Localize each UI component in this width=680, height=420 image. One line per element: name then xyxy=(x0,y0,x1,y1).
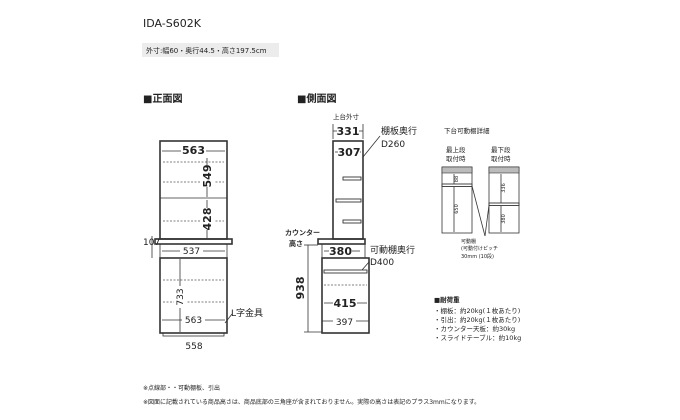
side-drawer-depth: 380 xyxy=(329,245,352,258)
detail-title: 下台可動棚詳細 xyxy=(444,126,490,135)
side-top-depth: 331 xyxy=(337,125,360,138)
detail-bottom-label-2: 取付時 xyxy=(491,154,511,163)
side-lower-shelf xyxy=(323,269,368,274)
front-left-dim: 107 xyxy=(143,238,160,248)
leader-line xyxy=(471,185,486,237)
leader-line xyxy=(361,261,370,271)
detail-dim-a: 88 xyxy=(454,176,460,182)
dim-label-bg xyxy=(174,286,186,308)
detail-bottom-label-1: 最下段 xyxy=(491,145,511,154)
shelf-depth-label: 棚板奥行 xyxy=(381,125,417,137)
front-upper-height-2: 428 xyxy=(201,208,214,231)
dimensions-badge xyxy=(142,43,279,57)
load-item: ・カウンター天板：約30kg xyxy=(434,324,515,333)
dim-label-bg xyxy=(181,143,206,156)
dim-label-bg xyxy=(337,124,359,137)
detail-pitch-2: (可動付けピッチ xyxy=(461,245,498,252)
note-height: ※図面に記載されている商品高さは、商品底部の三角座が含まれておりません。実際の高… xyxy=(143,398,480,406)
side-counter-top xyxy=(317,238,366,245)
front-upper-width: 563 xyxy=(182,144,205,157)
shelf-depth-value: D260 xyxy=(381,140,405,150)
detail-dim-d: 380 xyxy=(501,214,507,224)
detail-bottom-shelf xyxy=(488,202,520,206)
detail-bottom-counter xyxy=(488,166,520,174)
detail-top-counter xyxy=(441,166,473,174)
counter-label-2: 高さ xyxy=(289,239,303,248)
load-title: ■耐荷重 xyxy=(434,295,460,304)
dim-label-bg xyxy=(333,316,356,327)
detail-dim-c: 336 xyxy=(501,183,507,193)
detail-pitch-3: 30mm (10段) xyxy=(461,253,494,260)
dim-label-bg xyxy=(333,297,357,309)
detail-top-label-1: 最上段 xyxy=(446,145,466,154)
dim-label-bg xyxy=(180,245,203,256)
load-capacity: ■耐荷重 ・棚板：約20kg(１枚あたり) ・引出：約20kg(１枚あたり) ・… xyxy=(434,295,521,342)
side-upper-shelf xyxy=(342,176,362,181)
detail-top-label-2: 取付時 xyxy=(446,154,466,163)
front-upper-height-1: 549 xyxy=(201,165,214,188)
movable-depth-value: D400 xyxy=(370,258,394,268)
side-view: 上台外寸 331 307 棚板奥行 D260 カウンター 高さ 380 可動棚奥… xyxy=(285,112,417,334)
detail-dim-b: 650 xyxy=(454,204,460,214)
side-upper-shelf xyxy=(342,219,362,224)
side-lower-depth: 397 xyxy=(336,318,353,328)
side-lower-inner: 415 xyxy=(334,297,357,310)
front-overall-width: 558 xyxy=(185,342,202,352)
dim-label-bg xyxy=(182,314,205,325)
note-dotted: ※点線部・・可動棚板、引出 xyxy=(143,384,220,392)
front-counter-top xyxy=(154,238,233,245)
front-base xyxy=(162,332,225,337)
counter-label-1: カウンター xyxy=(285,228,320,237)
front-view-heading: ■正面図 xyxy=(143,93,182,105)
load-item: ・引出：約20kg(１枚あたり) xyxy=(434,315,520,324)
front-lower-width: 563 xyxy=(185,316,202,326)
movable-shelf-detail: 下台可動棚詳細 最上段 取付時 最下段 取付時 88 650 336 380 可… xyxy=(441,126,520,260)
dim-label-bg xyxy=(329,245,352,257)
dim-label-bg xyxy=(200,208,214,230)
side-view-heading: ■側面図 xyxy=(297,92,336,105)
model-number: IDA-S602K xyxy=(143,17,202,30)
front-view: 563 549 428 537 733 563 107 558 L字金具 xyxy=(143,140,263,352)
dim-label-bg xyxy=(200,165,214,187)
dimensions-text: 外寸:幅60・奥行44.5・高さ197.5cm xyxy=(146,46,267,55)
movable-depth-label: 可動棚奥行 xyxy=(370,244,415,256)
detail-pitch-1: 可動棚 xyxy=(461,238,476,245)
side-upper-shelf xyxy=(335,198,362,203)
front-lower-height: 733 xyxy=(176,288,186,305)
load-item: ・棚板：約20kg(１枚あたり) xyxy=(434,306,520,315)
leader-line xyxy=(224,313,233,324)
load-item: ・スライドテーブル：約10kg xyxy=(434,333,521,342)
counter-height-value: 938 xyxy=(294,277,307,300)
front-drawer-width: 537 xyxy=(183,247,200,257)
side-top-label: 上台外寸 xyxy=(333,112,360,121)
dim-label-bg xyxy=(338,146,360,158)
leader-line xyxy=(484,204,490,237)
side-upper-inner: 307 xyxy=(338,146,361,159)
detail-top-shelf xyxy=(441,183,473,187)
bracket-label: L字金具 xyxy=(231,307,263,319)
leader-line xyxy=(362,135,381,158)
